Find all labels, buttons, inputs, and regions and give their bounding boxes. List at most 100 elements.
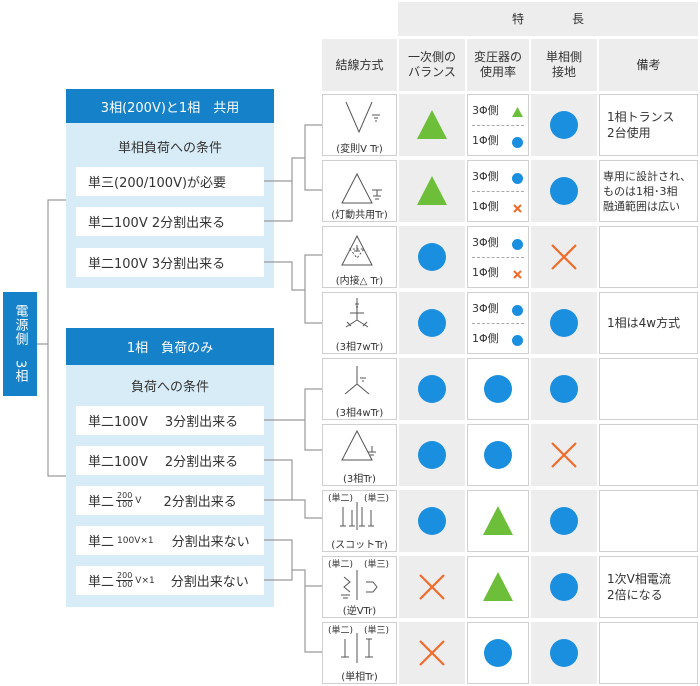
sub-label: (単三) [364, 626, 390, 636]
note-cell [599, 94, 698, 156]
column-header-wiring: 結線方式 [322, 39, 397, 91]
circle-mark [483, 638, 513, 668]
source-side-label: 電源側 3相 [12, 304, 28, 384]
triangle-mark [482, 505, 514, 537]
group-single-phase-title: 1相 負荷のみ [66, 328, 274, 365]
single-phase-icon [341, 633, 373, 663]
note-cell [599, 490, 698, 552]
circle-mark [511, 236, 524, 250]
sub-label: (単二) [328, 494, 354, 504]
reverse-v-icon [341, 570, 378, 600]
condition-item: 単二100V 3分割出来る [76, 248, 264, 277]
condition-unit: V [135, 495, 142, 506]
usage-cell [467, 490, 529, 552]
usage-label: 1Φ側 [472, 332, 499, 345]
usage-divider [472, 323, 524, 324]
wiring-label: (内接△ Tr) [335, 276, 384, 287]
note-text: 1次V相電流 2倍になる [607, 572, 671, 602]
condition-item: 単二100V 2分割出来る [76, 207, 264, 236]
wiring-label: (変則V Tr) [336, 144, 383, 155]
wiring-cell [322, 424, 397, 486]
star-4w-icon [344, 366, 370, 395]
cross-mark [511, 200, 524, 213]
wiring-cell [322, 292, 397, 354]
condition-unit: V×1 [135, 575, 155, 586]
note-cell [599, 160, 698, 222]
cross-mark [549, 440, 579, 470]
circle-mark [511, 332, 524, 346]
circle-mark [549, 374, 579, 404]
column-header-balance: 一次側の バランス [399, 39, 465, 91]
condition-text: 分割出来ない [170, 575, 249, 590]
usage-label: 3Φ側 [472, 302, 499, 315]
wiring-label: (スコットTr) [331, 540, 388, 551]
wiring-label: (単相Tr) [341, 672, 378, 683]
triangle-mark [416, 175, 448, 207]
circle-mark [549, 506, 579, 536]
note-cell [599, 556, 698, 618]
note-cell [599, 358, 698, 420]
note-cell [599, 292, 698, 354]
condition-text: 2分割出来る [163, 495, 237, 510]
usage-label: 3Φ側 [472, 170, 499, 183]
usage-divider [472, 257, 524, 258]
condition-prefix: 単二 [88, 495, 115, 510]
cross-mark [417, 572, 447, 602]
usage-label: 3Φ側 [472, 104, 499, 117]
scott-icon [340, 502, 374, 530]
circle-mark [417, 308, 447, 338]
circle-mark [417, 440, 447, 470]
wiring-label: (3相4wTr) [335, 408, 384, 419]
cross-mark [417, 638, 447, 668]
wiring-cell [322, 556, 397, 618]
group-single-phase-subtitle: 負荷への条件 [130, 379, 209, 395]
wiring-cell [322, 490, 397, 552]
note-cell [599, 622, 698, 684]
circle-mark [483, 374, 513, 404]
circle-mark [549, 638, 579, 668]
usage-label: 3Φ側 [472, 236, 499, 249]
condition-item: 単三(200/100V)が必要 [76, 167, 264, 196]
circle-mark [417, 242, 447, 272]
condition-unit: 100V×1 [117, 535, 154, 546]
usage-label: 1Φ側 [472, 134, 499, 147]
wiring-label: (3相7wTr) [335, 342, 384, 353]
note-text: 1相トランス 2台使用 [607, 110, 675, 140]
condition-item: 単二100V 2分割出来る [76, 446, 264, 475]
column-header-usage: 変圧器の 使用率 [467, 39, 529, 91]
sub-label: (単二) [328, 560, 354, 570]
circle-mark [549, 176, 579, 206]
wiring-cell [322, 622, 397, 684]
usage-divider [472, 191, 524, 192]
condition-prefix: 単二 [88, 575, 115, 590]
wiring-label: (3相Tr) [343, 474, 376, 485]
condition-text: 分割出来ない [171, 535, 250, 550]
wiring-cell [322, 358, 397, 420]
usage-label: 1Φ側 [472, 266, 499, 279]
sub-label: (単二) [328, 626, 354, 636]
wiring-cell [322, 94, 397, 156]
group-shared-subtitle: 単相負荷への条件 [117, 140, 222, 156]
circle-mark [511, 302, 524, 316]
note-text: 1相は4w方式 [607, 316, 681, 330]
sub-label: (単三) [364, 494, 390, 504]
column-header-ground: 単相側 接地 [531, 39, 597, 91]
circle-mark [417, 374, 447, 404]
condition-item: 単二 100V×1 分割出来ない [76, 526, 264, 555]
note-text: 専用に設計され、 ものは1相･3相 融通範囲は広い [603, 169, 692, 213]
circle-mark [483, 440, 513, 470]
circle-mark [511, 170, 524, 184]
sub-label: (単三) [364, 560, 390, 570]
wiring-cell [322, 160, 397, 222]
circle-mark [549, 308, 579, 338]
star-7w-icon [345, 298, 369, 328]
wiring-label: (灯動共用Tr) [331, 210, 388, 221]
wiring-label: (逆VTr) [342, 606, 377, 617]
note-cell [599, 226, 698, 288]
